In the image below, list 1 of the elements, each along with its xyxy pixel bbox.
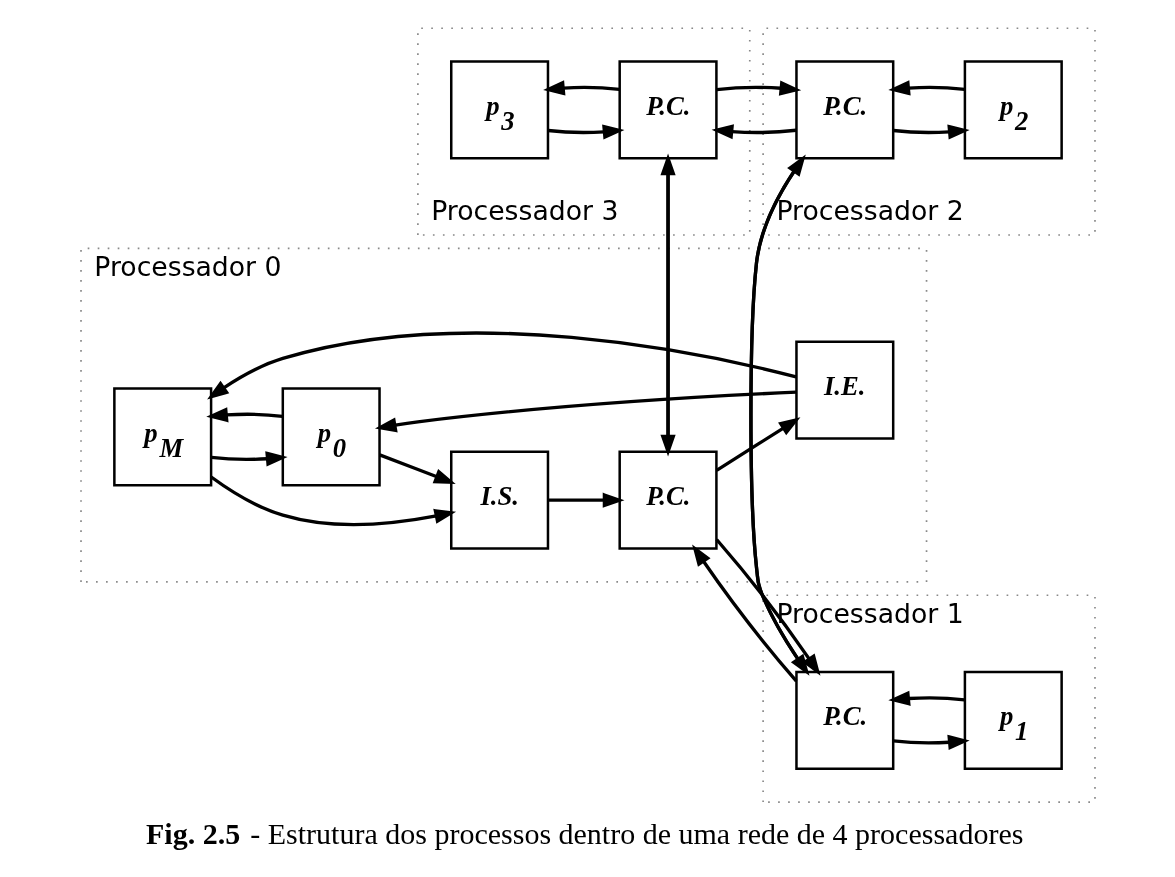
caption: Fig. 2.5 - Estrutura dos processos dentro de uma rede de 4 processadores xyxy=(145,817,1023,851)
